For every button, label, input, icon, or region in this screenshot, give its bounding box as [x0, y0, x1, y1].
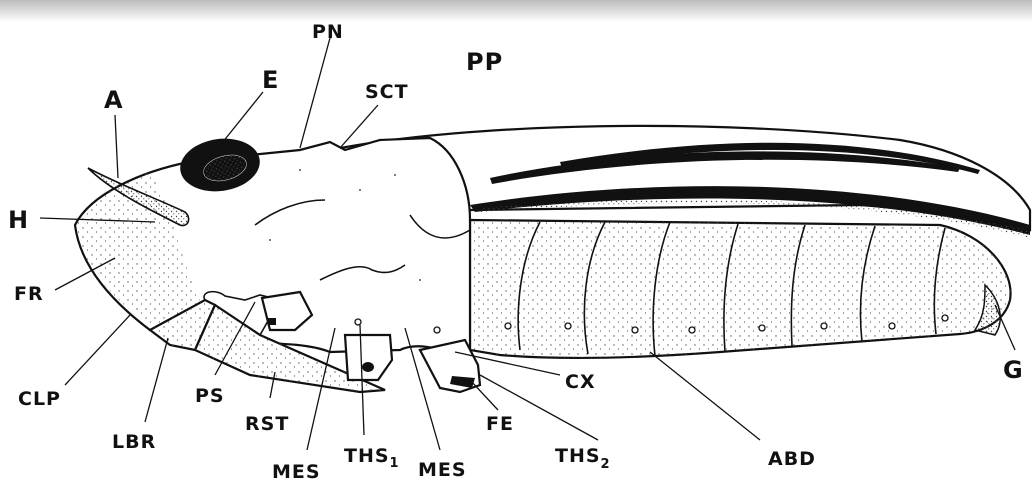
label-fe: FE: [486, 413, 514, 435]
label-ps: PS: [195, 385, 225, 407]
label-cx: CX: [565, 371, 596, 393]
label-fr: FR: [14, 283, 44, 305]
label-ths2: THS2: [555, 445, 611, 472]
label-ths1: THS1: [344, 445, 400, 471]
scan-top-shadow: [0, 0, 1032, 22]
label-mes-2: MES: [418, 459, 467, 481]
label-pp: PP: [466, 48, 503, 76]
label-pn: PN: [312, 21, 344, 43]
label-e: E: [262, 66, 279, 94]
label-lbr: LBR: [112, 431, 156, 453]
label-rst: RST: [245, 413, 289, 435]
label-abd: ABD: [768, 448, 816, 470]
label-mes-1: MES: [272, 461, 321, 483]
label-clp: CLP: [18, 388, 61, 410]
label-h: H: [8, 206, 29, 234]
label-sct: SCT: [365, 81, 409, 103]
label-g: G: [1003, 356, 1024, 384]
label-a: A: [104, 86, 124, 114]
abdomen: [470, 220, 1011, 358]
